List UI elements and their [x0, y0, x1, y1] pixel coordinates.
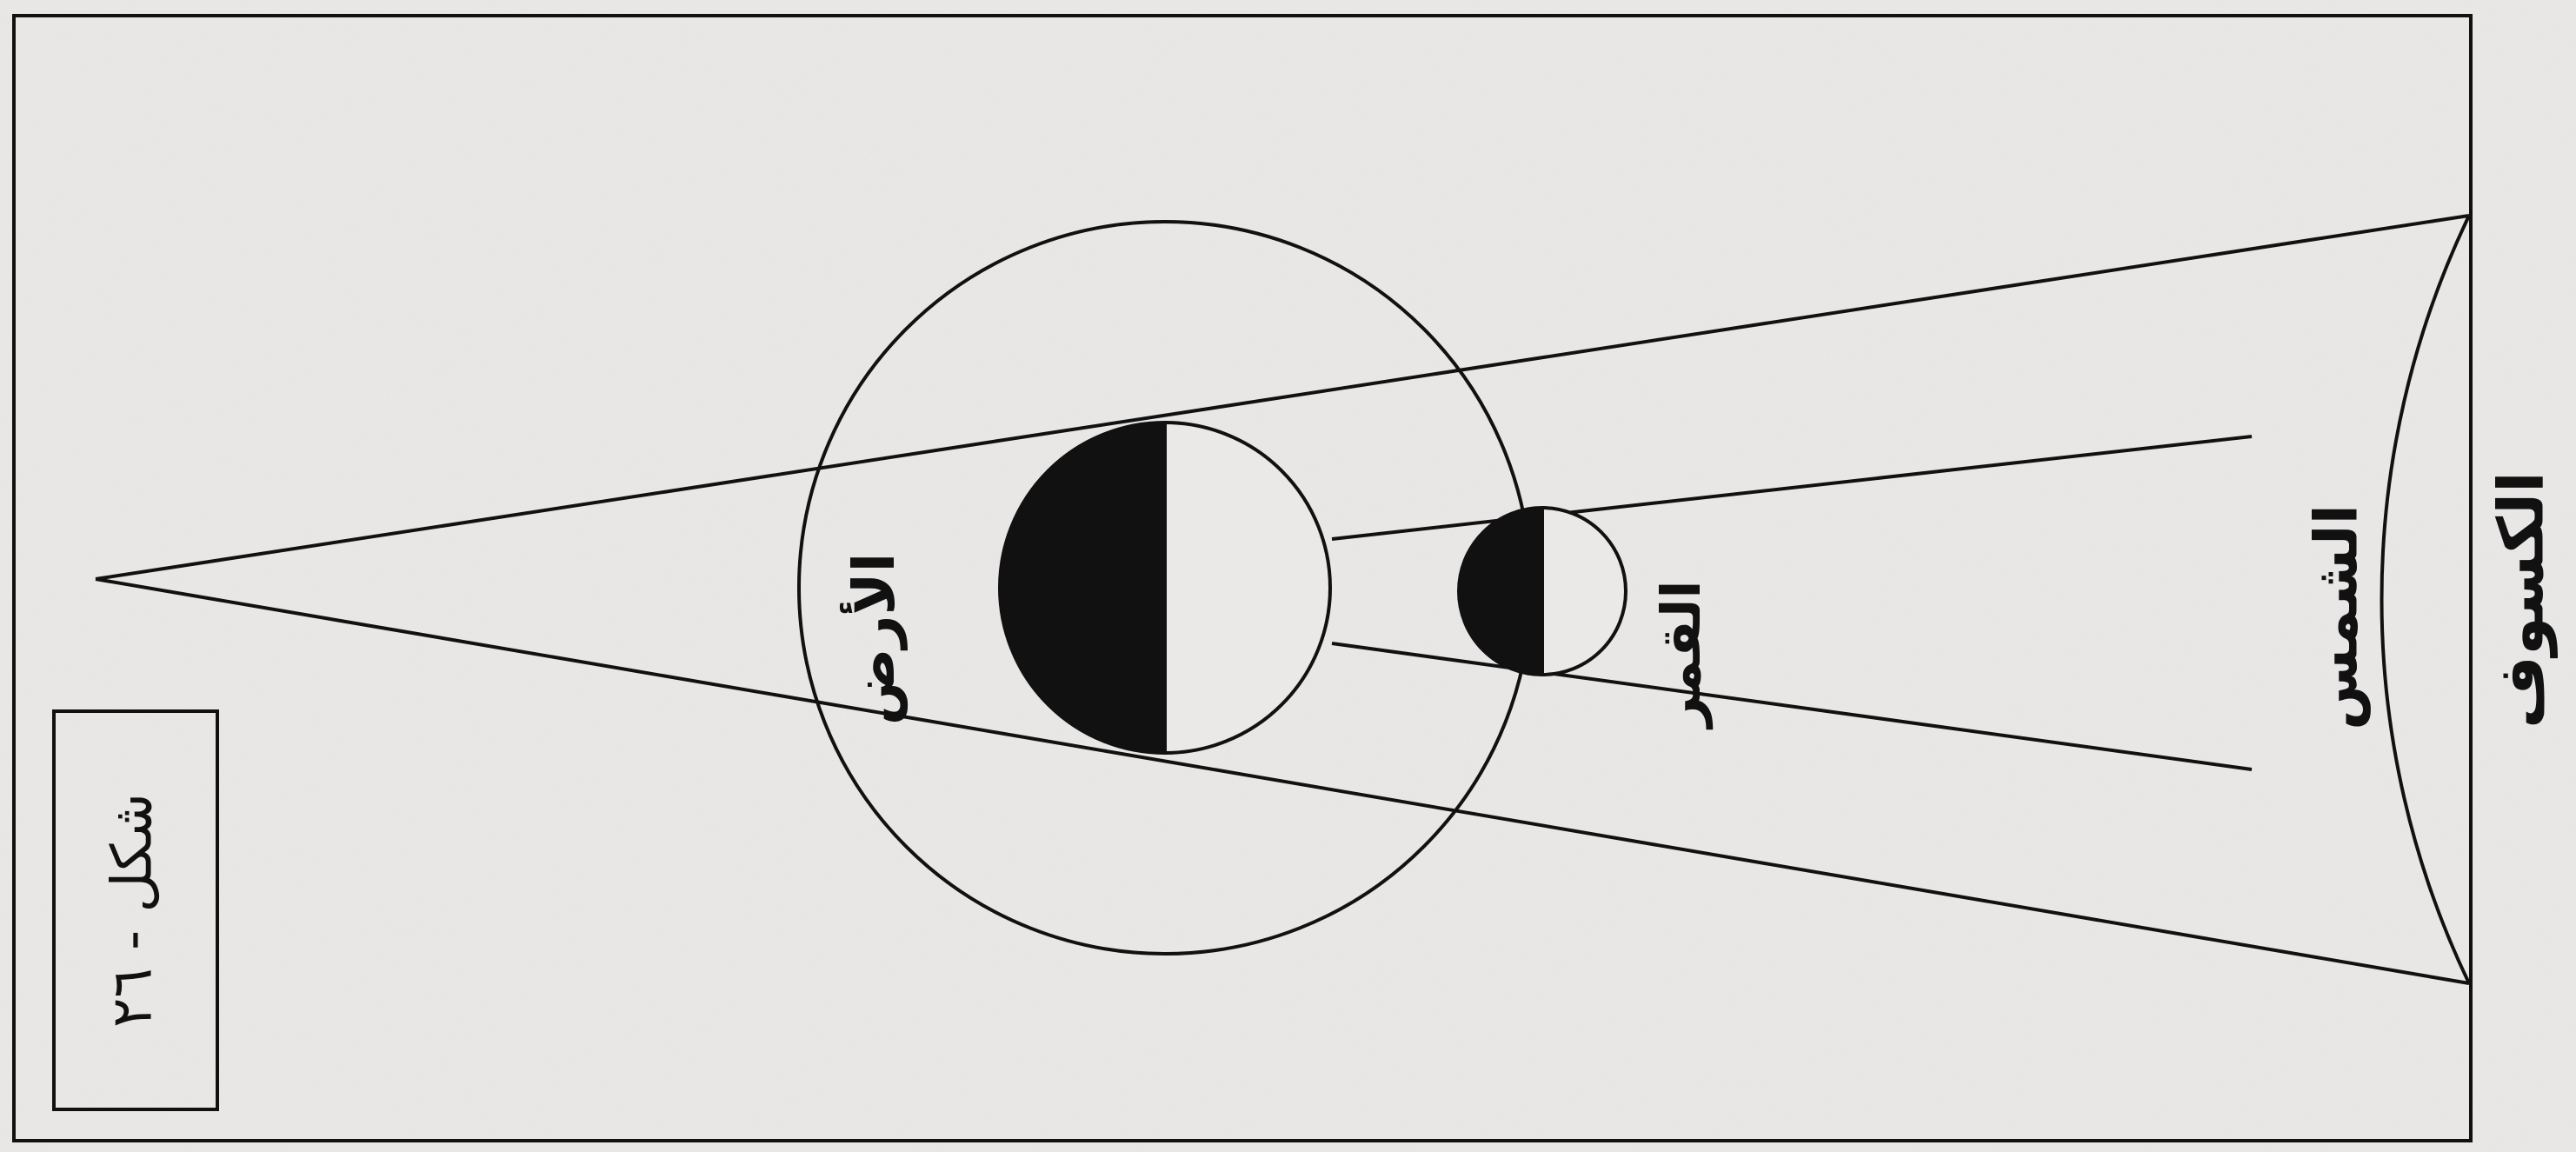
- moon-label: القمر: [1649, 580, 1713, 729]
- earth-label: الأرض: [839, 553, 908, 726]
- figure-caption: شكل - ٢٦: [101, 793, 165, 1028]
- eclipse-title: الكسوف: [2485, 471, 2559, 729]
- sun-label: الشمس: [2303, 504, 2372, 730]
